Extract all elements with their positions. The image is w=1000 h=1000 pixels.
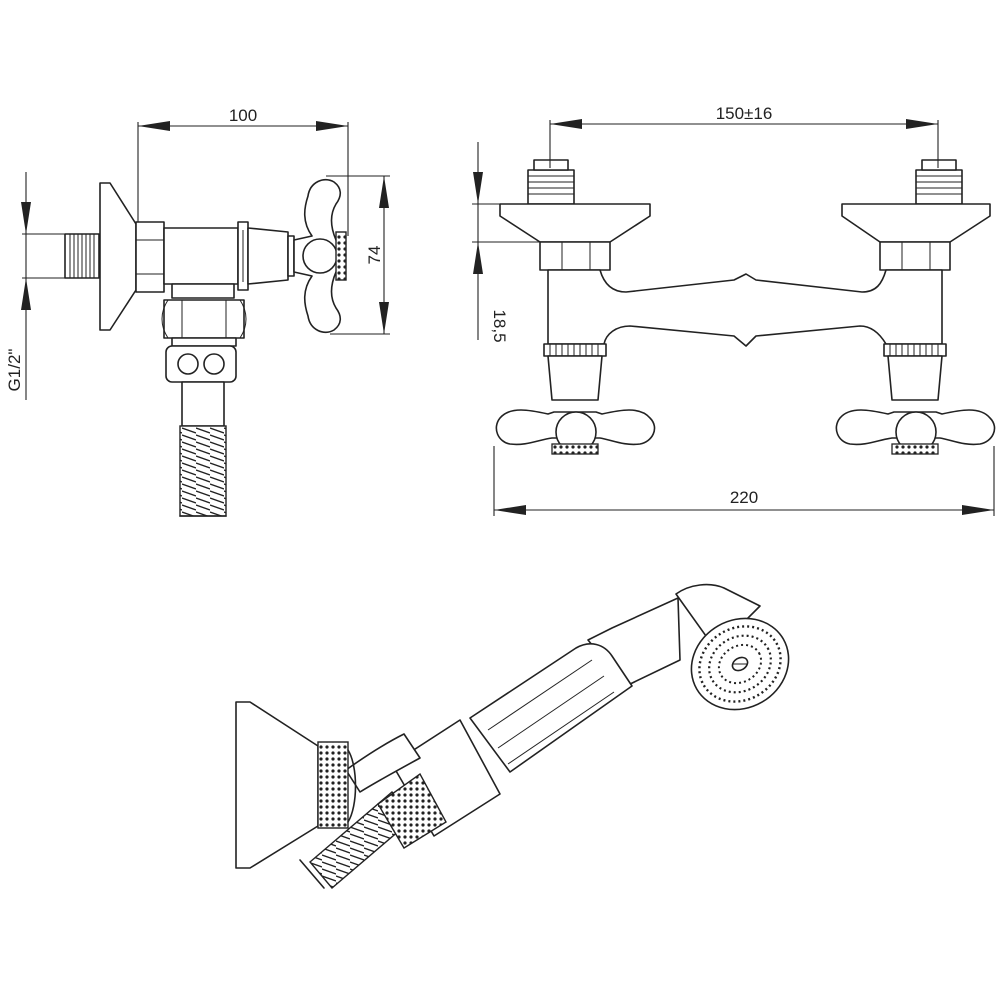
dim-150: 150±16 — [549, 104, 939, 168]
dim-74: 74 — [326, 175, 390, 335]
dim-100: 100 — [137, 106, 349, 236]
hex-nut — [135, 221, 165, 293]
front-view: 150±16 18,5 220 — [472, 104, 996, 516]
wall-bracket — [235, 701, 357, 869]
right-handle — [835, 343, 996, 455]
side-hose — [179, 425, 227, 517]
right-inlet — [841, 159, 991, 271]
dim-18-5: 18,5 — [472, 142, 540, 343]
cross-handle — [293, 178, 347, 334]
hand-shower-view — [235, 583, 790, 889]
dim-18-5-label: 18,5 — [490, 309, 509, 342]
left-inlet — [499, 159, 651, 271]
dim-220-label: 220 — [730, 488, 758, 507]
dim-thread: G1/2" — [5, 172, 66, 400]
inlet-thread — [64, 233, 100, 279]
dim-100-label: 100 — [229, 106, 257, 125]
dim-74-label: 74 — [365, 246, 384, 265]
outlet-nut — [163, 299, 245, 339]
wall-flange — [99, 182, 137, 331]
dim-150-label: 150±16 — [716, 104, 773, 123]
dim-220: 220 — [493, 446, 995, 516]
valve-body — [163, 227, 239, 285]
hose-nut — [165, 345, 237, 383]
shower-head — [675, 583, 790, 711]
side-view: 100 74 G1/2" — [5, 106, 390, 517]
dim-thread-label: G1/2" — [5, 349, 24, 392]
left-handle — [495, 343, 656, 455]
mixer-body — [547, 269, 943, 347]
shower-handle — [345, 597, 681, 849]
